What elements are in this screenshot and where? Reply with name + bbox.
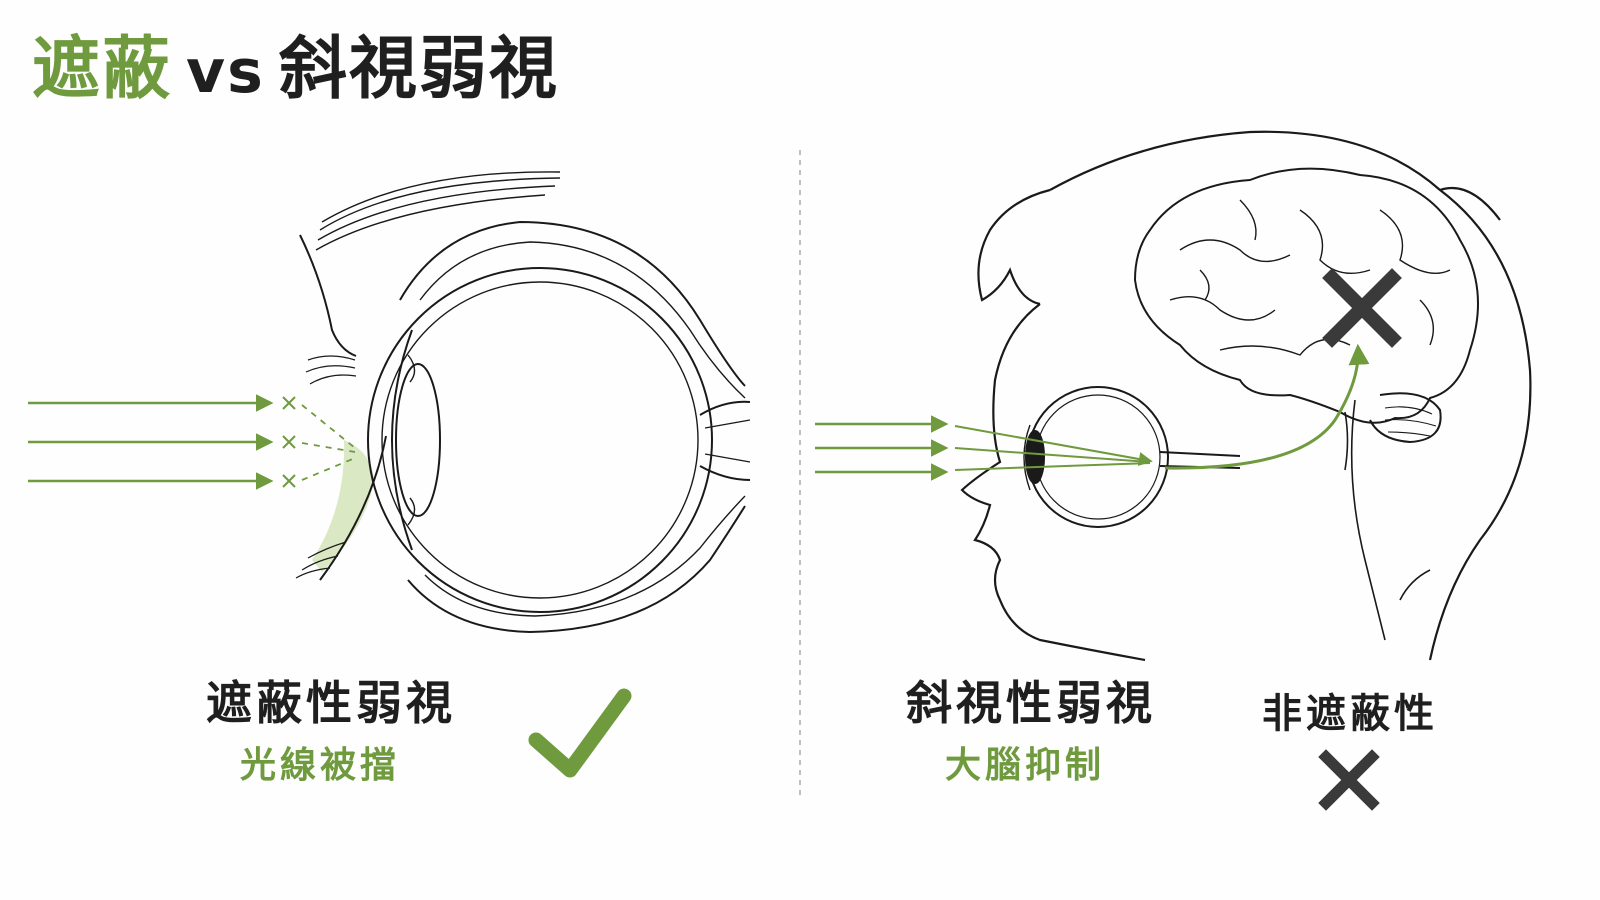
suppression-cross-icon [1322, 268, 1402, 348]
eyeball [367, 267, 713, 613]
cornea [391, 329, 413, 551]
left-subheading: 光線被擋 [240, 745, 401, 786]
right-side-label: 非遮蔽性 [1262, 691, 1438, 737]
title-accent: 遮蔽 [32, 30, 173, 109]
brain-folds [1169, 199, 1451, 356]
eye-cross-section [295, 171, 751, 634]
sclera-outer-bottom [407, 505, 746, 634]
cerebellum [1369, 392, 1442, 444]
right-subheading: 大腦抑制 [945, 745, 1106, 786]
cerebrum [1133, 167, 1479, 424]
upper-eyelashes [305, 355, 357, 385]
blocked-light-rays [28, 394, 356, 490]
lens [395, 363, 441, 517]
eyebrow [315, 171, 561, 251]
block-x-marks [282, 396, 296, 488]
optic-nerve-bottom [699, 465, 751, 481]
brain [1133, 167, 1479, 471]
incoming-light-rays [815, 343, 1370, 481]
head-outline [1049, 130, 1532, 661]
head-profile [960, 130, 1532, 662]
right-heading: 斜視性弱視 [906, 676, 1156, 730]
face-profile [960, 303, 1146, 662]
title-rest: 斜視弱視 [278, 30, 559, 109]
left-heading: 遮蔽性弱視 [206, 676, 456, 730]
signal-to-brain-arrow [1164, 343, 1370, 470]
title-vs: vs [186, 37, 265, 107]
optic-nerve-top [699, 400, 751, 416]
check-icon [528, 688, 632, 778]
head-eyeball [1023, 386, 1241, 528]
brow-profile [299, 234, 357, 357]
sclera-outer-top [399, 220, 746, 387]
dashed-blocked-paths [301, 404, 356, 481]
cross-icon [1318, 749, 1380, 811]
converging-rays [954, 425, 1153, 471]
brainstem [1344, 411, 1349, 471]
lower-eyelashes [295, 541, 347, 579]
eyelid-shade [312, 440, 374, 572]
